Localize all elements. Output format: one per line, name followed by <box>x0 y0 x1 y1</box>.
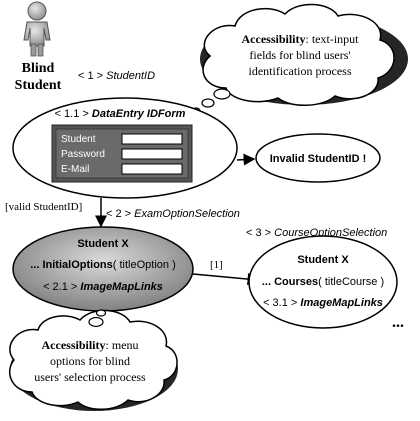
course-state-title: Student X <box>297 254 349 266</box>
thought-bubble <box>88 316 104 328</box>
transition-label-studentid: StudentID <box>106 70 155 82</box>
form-label-student: Student <box>61 134 96 145</box>
cloud-top-line3: identification process <box>249 64 352 78</box>
state-number-3-1: < 3.1 > <box>263 297 300 309</box>
cloud-bottom-line3: users' selection process <box>34 370 146 384</box>
svg-text:< 1.1 > DataEntry IDForm: < 1.1 > DataEntry IDForm <box>55 108 186 120</box>
accessibility-note-bottom: Accessibility: menu options for blind us… <box>9 309 178 411</box>
thought-bubble <box>95 309 107 317</box>
transition-number-2: < 2 > <box>106 208 134 220</box>
course-op-name: Courses <box>274 276 318 288</box>
actor-figure-icon <box>23 1 51 57</box>
continuation-ellipsis: ... <box>392 314 404 331</box>
course-option-state[interactable] <box>248 235 398 329</box>
transition-label-course: CourseOptionSelection <box>274 227 387 239</box>
exam-op-param: titleOption <box>119 259 169 271</box>
actor-name-line2: Student <box>15 78 62 93</box>
svg-text:... InitialOptions( titleOptio: ... InitialOptions( titleOption ) <box>30 259 176 271</box>
transition-number-1: < 1 > <box>78 70 106 82</box>
thought-bubble <box>213 88 231 100</box>
id-form-panel: Student Password E-Mail <box>51 124 193 183</box>
course-op-open: ( <box>318 276 325 288</box>
svg-text:< 3 > CourseOptionSelection: < 3 > CourseOptionSelection <box>246 227 387 239</box>
transition-label-exam: ExamOptionSelection <box>134 208 240 220</box>
transition-arrow-course <box>192 273 260 286</box>
password-input[interactable] <box>121 148 183 160</box>
student-input[interactable] <box>121 133 183 145</box>
exam-state-title: Student X <box>77 238 129 250</box>
exam-op-name: InitialOptions <box>42 259 112 271</box>
invalid-state-text: Invalid StudentID ! <box>270 153 367 165</box>
accessibility-note-top: Accessibility: text-input fields for bli… <box>200 3 408 106</box>
state-label-dataentry: DataEntry IDForm <box>92 108 186 120</box>
course-op-param: titleCourse <box>325 276 378 288</box>
email-input[interactable] <box>121 163 183 175</box>
form-label-email: E-Mail <box>61 164 89 175</box>
exam-link-label: ImageMapLinks <box>80 281 163 293</box>
guard-valid-studentid: [valid StudentID] <box>5 201 82 213</box>
state-number-2-1: < 2.1 > <box>43 281 80 293</box>
cloud-top-line2: fields for blind users' <box>249 48 350 62</box>
guard-branch-1: [1] <box>210 259 223 271</box>
exam-op-open: ( <box>113 259 120 271</box>
accessibility-label-top: Accessibility <box>242 32 306 46</box>
form-label-password: Password <box>61 149 105 160</box>
svg-text:< 2.1 > ImageMapLinks: < 2.1 > ImageMapLinks <box>43 281 163 293</box>
cloud-bottom-line1: : menu <box>106 338 139 352</box>
cloud-bottom-line2: options for blind <box>50 354 130 368</box>
transition-number-3: < 3 > <box>246 227 274 239</box>
exam-op-close: ) <box>169 259 176 271</box>
thought-bubble <box>201 98 215 108</box>
svg-text:Accessibility: text-input: Accessibility: text-input <box>242 32 360 46</box>
svg-text:... Courses( titleCourse ): ... Courses( titleCourse ) <box>262 276 384 288</box>
svg-text:< 2 > ExamOptionSelection: < 2 > ExamOptionSelection <box>106 208 240 220</box>
course-op-close: ) <box>377 276 384 288</box>
transition-arrow-invalid <box>236 153 256 166</box>
exam-op-prefix: ... <box>30 259 42 271</box>
course-link-label: ImageMapLinks <box>300 297 383 309</box>
accessibility-label-bottom: Accessibility <box>42 338 106 352</box>
svg-text:Accessibility: menu: Accessibility: menu <box>42 338 139 352</box>
state-number-1-1: < 1.1 > <box>55 108 92 120</box>
actor-name-line1: Blind <box>22 61 55 76</box>
svg-text:< 3.1 > ImageMapLinks: < 3.1 > ImageMapLinks <box>263 297 383 309</box>
svg-text:< 1 > StudentID: < 1 > StudentID <box>78 70 155 82</box>
invalid-state[interactable] <box>255 133 381 183</box>
cloud-top-line1: : text-input <box>306 32 360 46</box>
course-op-prefix: ... <box>262 276 274 288</box>
